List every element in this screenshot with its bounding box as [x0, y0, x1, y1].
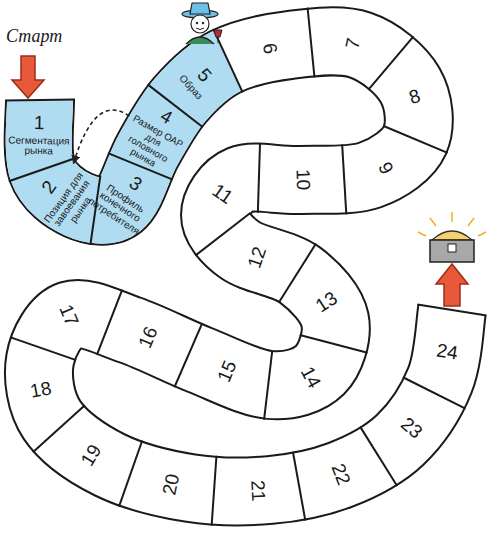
cell-divider: [5, 99, 75, 102]
step-cell: 13: [282, 255, 374, 351]
step-cell: 12: [212, 217, 303, 298]
step-number: 20: [159, 472, 184, 497]
step-number: 18: [28, 379, 53, 403]
chest-gold: [432, 231, 472, 240]
cell-divider: [383, 126, 448, 153]
treasure-chest: [418, 212, 486, 262]
step-number: 9: [373, 159, 396, 178]
step-number: 8: [407, 86, 423, 109]
step-cell: 22: [294, 433, 386, 516]
cartoon-figure: [182, 3, 222, 44]
step-cell: 15: [181, 329, 274, 414]
step-number: 23: [396, 414, 426, 444]
step-number: 15: [214, 358, 242, 386]
step-number: 17: [55, 302, 82, 330]
cell-divider: [195, 213, 250, 256]
cell-divider: [174, 323, 202, 387]
chest-body: [430, 240, 474, 262]
step-number: 7: [342, 36, 365, 51]
step-cell-blue: 1Сегментация рынка: [8, 104, 69, 165]
step-cell: 17: [22, 273, 115, 358]
step-cell-blue: 3Профиль конечного потребителя: [84, 157, 167, 240]
cell-divider: [293, 452, 305, 521]
step-number: 22: [327, 461, 354, 488]
cell-divider: [212, 456, 217, 526]
road-surface: [39, 41, 452, 491]
cell-divider: [368, 36, 413, 89]
cell-divider: [97, 290, 122, 355]
step-number: 14: [295, 363, 323, 392]
step-number: 2: [38, 176, 61, 197]
step-cell: 8: [375, 52, 455, 142]
step-number: 21: [246, 480, 268, 502]
cell-divider: [308, 8, 315, 78]
step-number: 16: [136, 324, 164, 352]
step-number: 19: [78, 441, 107, 470]
step-number: 6: [257, 41, 280, 55]
cell-divider: [403, 377, 466, 408]
cell-divider: [360, 427, 397, 486]
cell-divider: [213, 29, 242, 93]
cell-divider: [258, 143, 260, 213]
step-cell: 18: [4, 348, 77, 433]
start-arrow: [12, 56, 44, 98]
step-number: 12: [244, 245, 271, 272]
step-number: 4: [157, 106, 176, 128]
step-cell: 7: [310, 6, 396, 81]
cell-divider: [33, 405, 85, 452]
step-cell: 9: [338, 124, 433, 213]
cell-divider: [279, 244, 316, 303]
cell-divider: [10, 337, 76, 360]
start-label: Старт: [6, 26, 62, 47]
road-group: [5, 8, 487, 526]
step-number: 11: [208, 181, 236, 209]
step-title: Профиль конечного потребителя: [86, 178, 153, 237]
cell-divider: [342, 144, 346, 214]
cell-divider: [264, 350, 272, 420]
step-title: Сегментация рынка: [8, 135, 70, 157]
chest-lock: [448, 244, 456, 252]
step-cell: 10: [263, 149, 340, 211]
step-cell: 21: [217, 459, 295, 523]
step-cell: 20: [129, 448, 215, 522]
step-title: Размер ОАР для головного рынка: [115, 112, 187, 177]
road-blue-part: [39, 41, 452, 491]
step-cell: 23: [364, 380, 458, 476]
step-number: 1: [33, 113, 44, 134]
step-cell: 24: [411, 310, 482, 394]
cell-divider: [300, 335, 368, 353]
finish-arrow: [436, 264, 468, 306]
step-cell: 19: [44, 410, 140, 500]
step-number: 5: [192, 65, 215, 87]
step-number: 3: [125, 173, 145, 196]
dashed-arrow: [74, 110, 130, 163]
step-cell: 14: [262, 333, 357, 422]
step-cell: 6: [226, 12, 311, 85]
road-outline: [39, 41, 452, 491]
step-cell: 16: [103, 295, 196, 380]
step-cell-blue: 4Размер ОАР для головного рынка: [115, 94, 197, 176]
step-number: 10: [291, 169, 313, 191]
step-number: 13: [313, 289, 342, 318]
step-number: 24: [435, 340, 459, 364]
step-cell: 11: [176, 147, 268, 243]
cell-divider: [119, 441, 142, 507]
